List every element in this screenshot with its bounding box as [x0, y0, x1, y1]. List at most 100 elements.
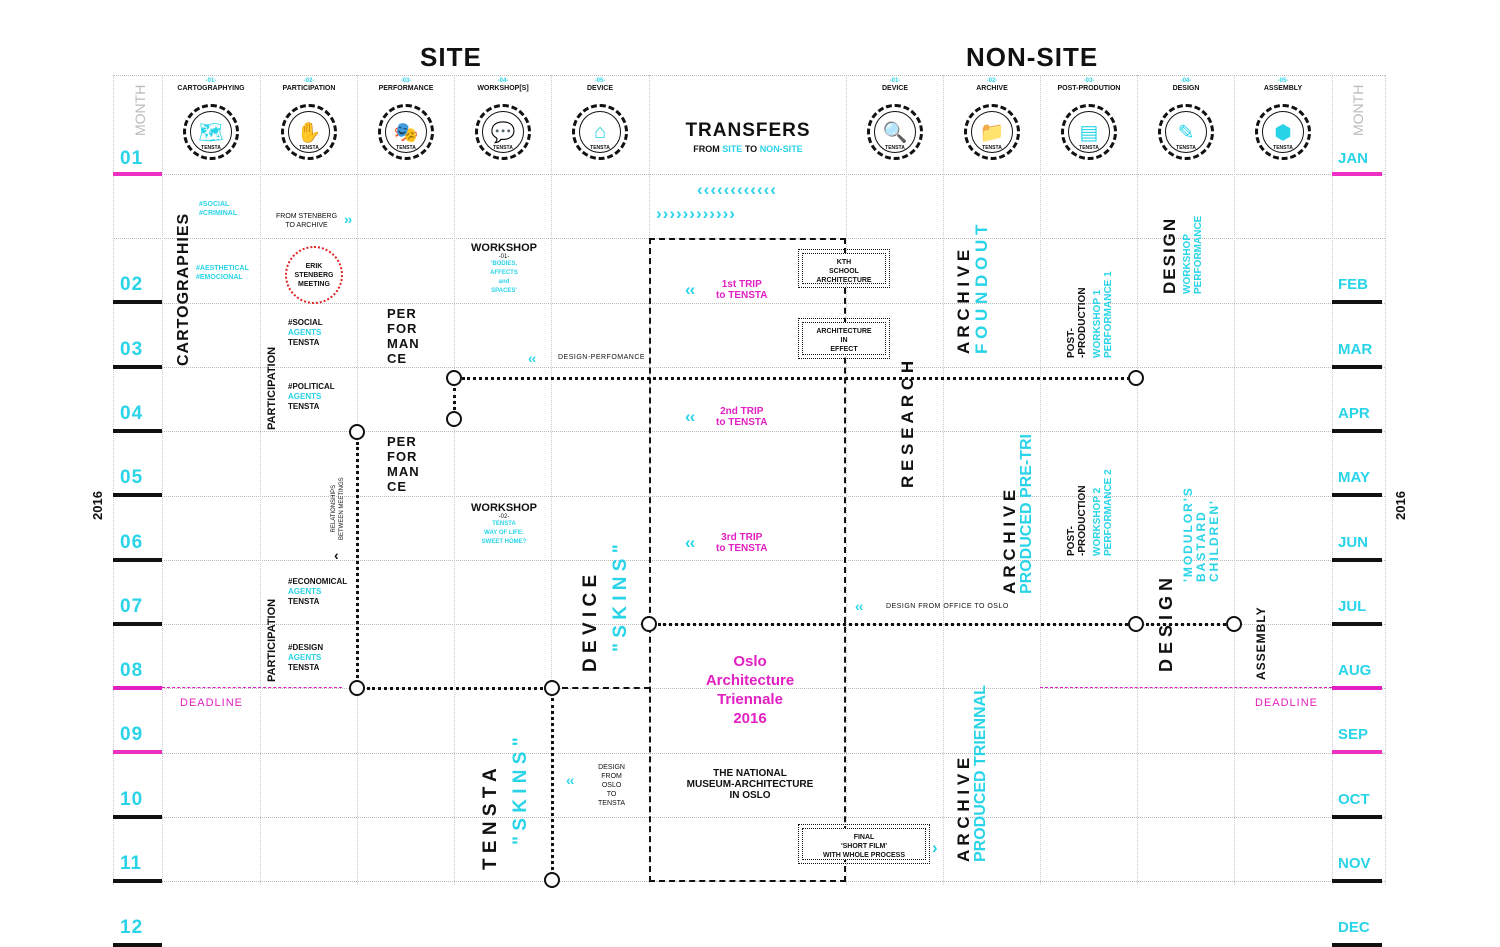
column-number: -05-	[1277, 78, 1289, 84]
grid-line	[113, 367, 1385, 368]
badge-text: TENSTA	[1273, 145, 1293, 151]
grid-line	[113, 560, 1385, 561]
design-performance-note: DESIGN-PERFOMANCE	[558, 354, 646, 361]
grid-line	[113, 817, 1385, 818]
chevron-left-icon: ‹	[334, 547, 339, 563]
archive-vertical-2: A R C H I V E	[1000, 489, 1019, 594]
node-circle	[349, 680, 365, 696]
month-bar	[113, 365, 162, 369]
month-number: 06	[120, 532, 144, 553]
month-name: SEP	[1338, 726, 1369, 743]
column-title: DEVICE	[881, 85, 909, 92]
month-bar	[113, 943, 162, 947]
month-bar	[113, 815, 162, 819]
badge-circle: 🔍TENSTA	[867, 104, 923, 160]
site-column-4: -04-WORKSHOP[S]	[455, 78, 551, 93]
grid-line	[113, 303, 1385, 304]
workshop-2: WORKSHOP -02- TENSTA WAY OF LIFE: SWEET …	[456, 502, 552, 547]
chevron-left-icon: ‹‹	[685, 407, 695, 426]
triennale-dashed-box	[649, 238, 846, 882]
dashed-link	[562, 687, 650, 689]
chevron-left-icon: ‹‹	[685, 280, 695, 299]
national-museum: THE NATIONAL MUSEUM-ARCHITECTURE IN OSLO	[686, 768, 814, 801]
badge-text: TENSTA	[201, 145, 221, 151]
chevrons-right-row: ››››››››››››	[656, 204, 736, 223]
deadline-right: DEADLINE	[1255, 697, 1319, 709]
kth-box: KTH SCHOOL ARCHITECTURE	[798, 249, 890, 288]
archive-vertical-3: A R C H I V E	[954, 757, 973, 862]
month-label-right: MONTH	[1350, 84, 1366, 136]
folder-search-icon: 📁	[979, 121, 1005, 144]
month-label-left: MONTH	[132, 84, 148, 136]
tensta-word: TENSTA	[288, 597, 320, 606]
political-agents: #POLITICAL AGENTS TENSTA	[288, 382, 335, 412]
trip-2: 2nd TRIP to TENSTA	[716, 406, 768, 428]
column-title: DESIGN	[1172, 85, 1200, 92]
grid-column-line	[943, 75, 944, 885]
tensta-word: TENSTA	[288, 338, 320, 347]
social-criminal-tags: #SOCIAL #CRIMINAL	[199, 201, 238, 217]
economical-hash: #ECONOMICAL	[288, 577, 348, 586]
from-word: FROM	[693, 144, 720, 154]
column-number: -02-	[303, 78, 315, 84]
month-name: JAN	[1338, 150, 1369, 167]
site-column-2: -02-PARTICIPATION	[261, 78, 357, 93]
post-production-1: POST- -PRODUCTION	[1066, 287, 1088, 358]
post-production-2: POST- -PRODUCTION	[1066, 485, 1088, 556]
grid-line	[113, 431, 1385, 432]
month-bar	[113, 172, 162, 176]
month-bar	[1332, 943, 1382, 947]
month-number: 12	[120, 917, 144, 938]
badge-text: TENSTA	[299, 145, 319, 151]
non-site-column-5: -05-ASSEMBLY	[1235, 78, 1331, 93]
chevron-right-icon: ››	[344, 211, 352, 227]
dotted-link	[453, 388, 456, 410]
node-circle	[1226, 616, 1242, 632]
month-number: 02	[120, 274, 144, 295]
ruler-pencil-icon: ✎	[1177, 121, 1195, 144]
grid-column-line	[1385, 75, 1386, 885]
non-site-column-4: -04-DESIGN	[1138, 78, 1234, 93]
transfers-subtitle: FROM SITE TO NON-SITE	[650, 144, 846, 154]
site-header: SITE	[420, 42, 482, 72]
month-bar	[1332, 493, 1382, 497]
month-bar	[1332, 879, 1382, 883]
produced-pretri-vertical: PRODUCED PRE-TRI	[1018, 433, 1035, 594]
map-pin-icon: 🗺	[198, 121, 224, 144]
house-tools-icon: ⌂	[593, 120, 607, 143]
column-title: PERFORMANCE	[378, 85, 434, 92]
column-title: POST-PRODUTION	[1057, 85, 1121, 92]
workshop-performance-2: WORKSHOP 2 PERFORMANCE 2	[1092, 469, 1114, 556]
month-bar	[1332, 622, 1382, 626]
month-name: MAR	[1338, 341, 1373, 358]
device-vertical: D E V I C E	[580, 574, 601, 672]
badge-text: TENSTA	[982, 145, 1002, 151]
month-bar	[1332, 300, 1382, 304]
grid-column-line	[454, 75, 455, 885]
workshop-performance-1: WORKSHOP 1 PERFORMANCE 1	[1092, 271, 1114, 358]
month-number: 08	[120, 660, 144, 681]
month-bar	[113, 622, 162, 626]
design-office-note: DESIGN FROM OFFICE TO OSLO	[886, 603, 1009, 610]
column-number: -03-	[400, 78, 412, 84]
oslo-triennale: Oslo Architecture Triennale 2016	[705, 653, 795, 727]
performance-block-1: PER FOR MAN CE	[387, 306, 420, 366]
produced-triennal-vertical: PRODUCED TRIENNAL	[972, 685, 989, 862]
social-hash: #SOCIAL	[288, 318, 323, 327]
month-bar	[113, 300, 162, 304]
site-word: SITE	[722, 144, 743, 154]
column-number: -01-	[205, 78, 217, 84]
political-hash: #POLITICAL	[288, 382, 335, 391]
hands-cube-icon: ⬢	[1274, 121, 1292, 144]
grid-line	[113, 75, 1385, 76]
non-site-word: NON-SITE	[759, 144, 803, 154]
month-name: APR	[1338, 405, 1370, 422]
month-number: 07	[120, 596, 144, 617]
workshop-1-title: WORKSHOP	[471, 242, 537, 254]
raised-hands-icon: ✋	[296, 121, 322, 144]
dotted-link	[1146, 623, 1226, 626]
tensta-word: TENSTA	[288, 663, 320, 672]
badge-circle: ▤TENSTA	[1061, 104, 1117, 160]
month-number: 10	[120, 789, 144, 810]
theater-masks-icon: 🎭	[393, 121, 419, 144]
